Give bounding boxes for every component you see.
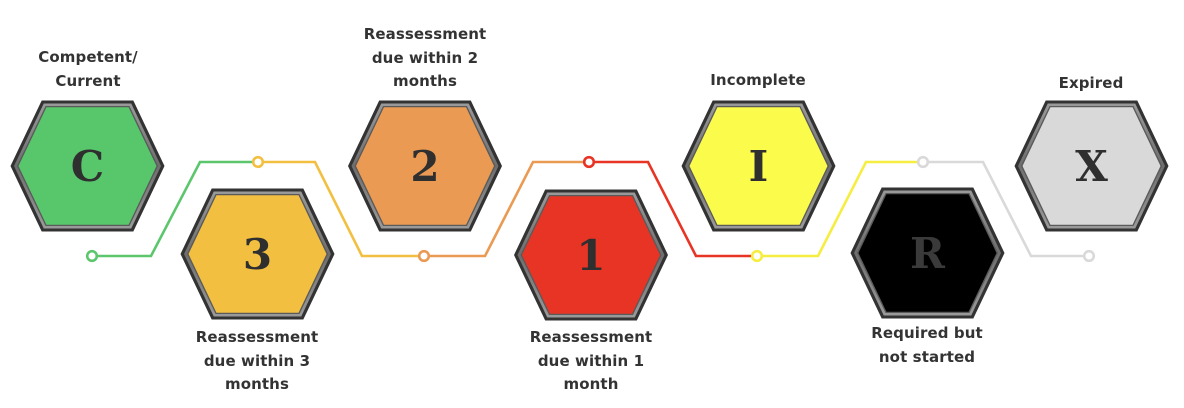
hexagon-letter-I: I (749, 142, 769, 191)
hexagon-letter-2: 2 (410, 142, 439, 191)
label-line: Expired (1058, 74, 1124, 92)
label-line: Competent/ (38, 48, 138, 66)
label-line: Current (55, 71, 121, 90)
connector-node-icon (582, 155, 596, 169)
connector-node-icon (251, 155, 265, 169)
label-line: Required but (871, 324, 983, 342)
label-line: due within 3 (203, 351, 311, 370)
connector-lines (92, 160, 1089, 258)
connector-4 (589, 160, 757, 258)
connector-node-icon (417, 249, 431, 263)
label-competent-current: Competent/ Current (3, 46, 173, 93)
hexagon-group: C 3 2 1 I R X (10, 100, 1169, 321)
label-line: months (393, 72, 457, 90)
label-line: Incomplete (710, 71, 806, 89)
label-reassessment-3-months: Reassessment due within 3 months (172, 326, 342, 397)
label-line: month (563, 375, 619, 393)
label-line: due within 1 (537, 351, 645, 370)
hexagon-R: R (850, 187, 1005, 319)
hexagon-2: 2 (348, 100, 502, 232)
label-line: months (225, 375, 289, 393)
connector-5 (757, 160, 923, 258)
label-line: Reassessment (195, 328, 319, 346)
connector-node-icon (1082, 249, 1096, 263)
label-line: due within 2 (371, 48, 479, 67)
hexagon-letter-X: X (1075, 142, 1108, 191)
connector-node-icon (750, 249, 764, 263)
label-expired: Expired (1006, 72, 1176, 96)
hexagon-letter-C: C (71, 142, 104, 191)
connector-node-icon (916, 155, 930, 169)
hexagon-C: C (10, 100, 165, 232)
hexagon-X: X (1014, 100, 1169, 232)
label-line: Reassessment (363, 25, 487, 43)
label-incomplete: Incomplete (673, 69, 843, 93)
hexagon-I: I (681, 100, 836, 232)
connector-3 (424, 160, 589, 258)
hexagon-letter-3: 3 (243, 230, 272, 279)
connector-nodes (85, 155, 1096, 263)
hexagon-3: 3 (180, 188, 335, 320)
label-line: Reassessment (529, 328, 653, 346)
connector-2 (258, 160, 424, 258)
connector-1 (92, 160, 258, 258)
label-reassessment-2-months: Reassessment due within 2 months (340, 23, 510, 94)
label-required-not-started: Required but not started (842, 322, 1012, 369)
label-reassessment-1-month: Reassessment due within 1 month (506, 326, 676, 397)
connector-node-icon (85, 249, 99, 263)
label-line: not started (878, 347, 976, 366)
hexagon-letter-R: R (910, 229, 946, 278)
connector-6 (923, 160, 1089, 258)
hexagon-letter-1: 1 (576, 231, 605, 280)
hexagon-1: 1 (514, 189, 668, 321)
